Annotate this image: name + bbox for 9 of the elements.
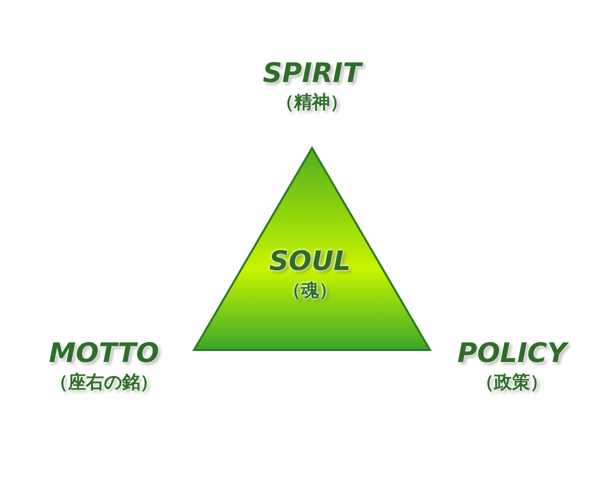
triangle-shape bbox=[192, 146, 432, 352]
subheading: （精神） bbox=[276, 92, 348, 114]
subheading: （政策） bbox=[476, 372, 548, 394]
heading: POLICY bbox=[457, 338, 567, 370]
subheading: （魂） bbox=[283, 280, 337, 302]
heading: SPIRIT bbox=[262, 58, 362, 90]
heading: SOUL bbox=[269, 246, 351, 278]
heading: MOTTO bbox=[48, 338, 160, 370]
subheading: （座右の銘） bbox=[50, 372, 158, 394]
